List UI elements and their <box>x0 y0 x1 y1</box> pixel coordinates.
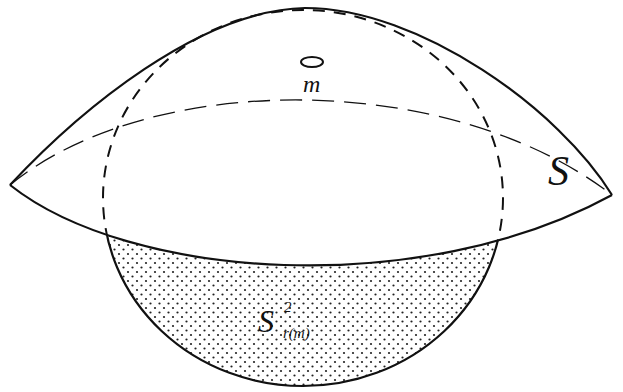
point-label: m <box>303 72 320 96</box>
sphere-label: S <box>258 305 274 337</box>
surface-top <box>10 8 612 195</box>
sphere-dashed <box>103 10 503 386</box>
sphere-exponent: 2 <box>284 300 292 315</box>
point-marker <box>301 57 323 67</box>
sphere-radius-subscript: r(m) <box>283 326 310 341</box>
surface-bottom <box>10 185 612 265</box>
sphere-cap <box>103 10 503 386</box>
surface-label: S <box>548 150 569 192</box>
surface-back-rim <box>10 100 612 195</box>
